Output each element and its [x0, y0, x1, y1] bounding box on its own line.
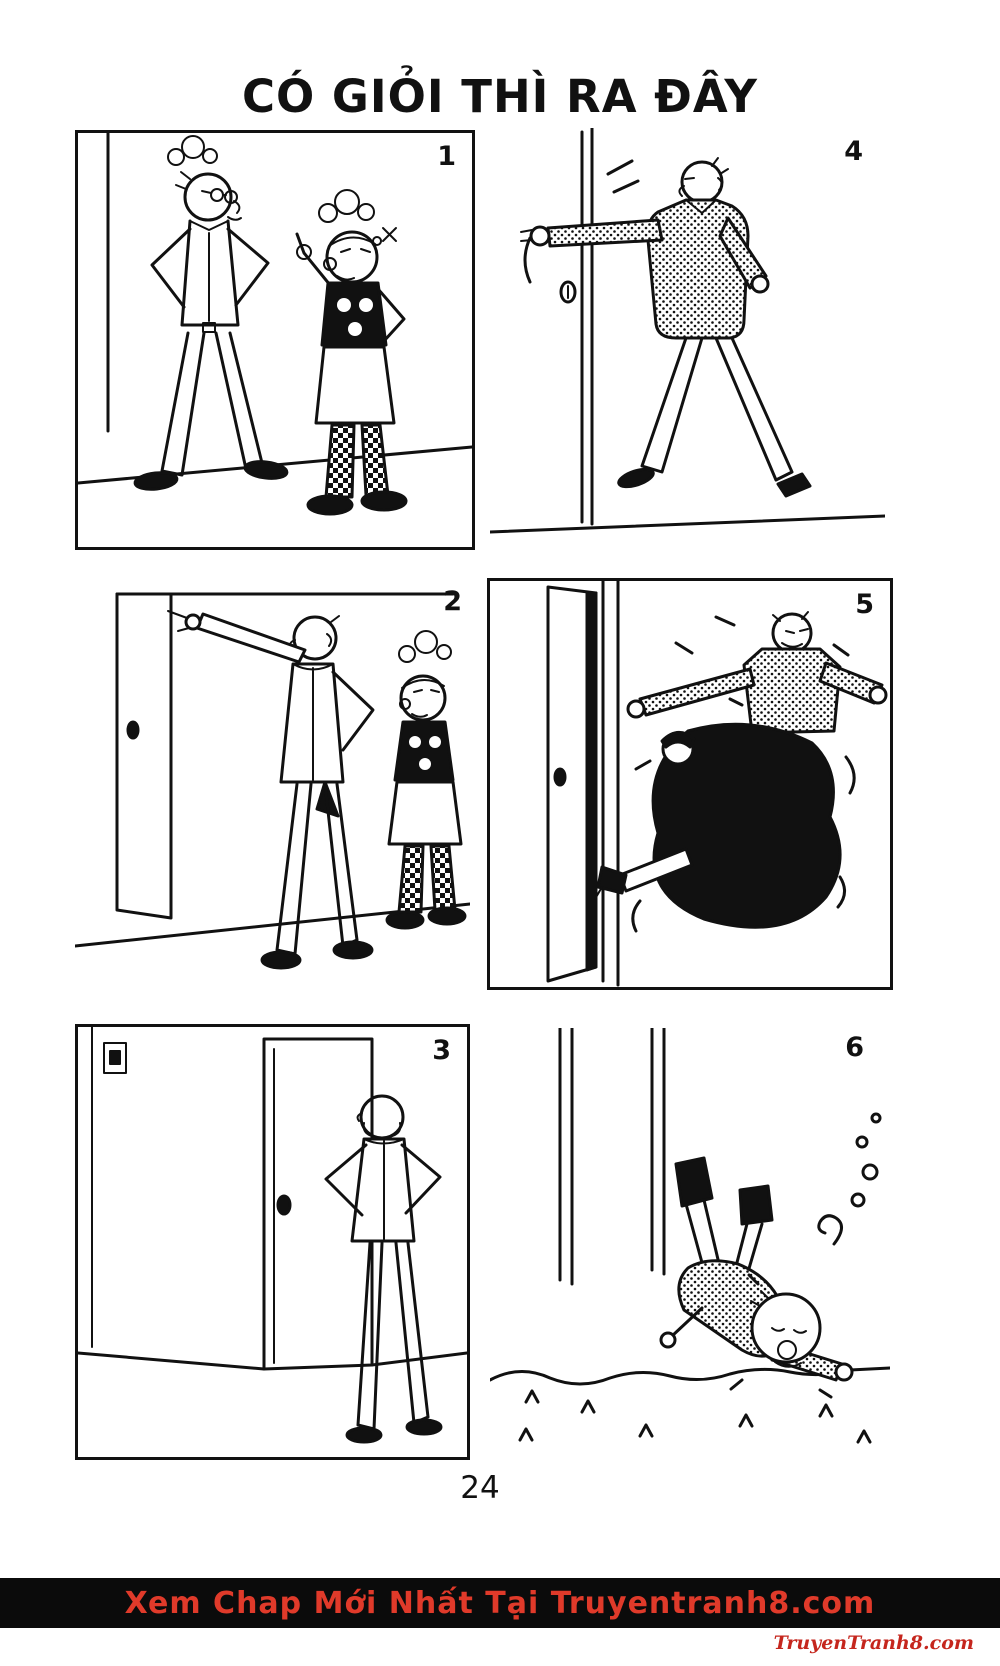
tall-man-figure [133, 135, 289, 491]
dizzy-marks [729, 1112, 882, 1399]
panel-1: 1 [75, 130, 475, 550]
room-lines [78, 1027, 467, 1371]
shoved-man-figure [626, 611, 888, 735]
panel-4-artwork [490, 128, 885, 534]
panel-number-4: 4 [844, 136, 863, 167]
panel-6: 6 [490, 1028, 890, 1460]
panel-6-artwork [490, 1028, 890, 1444]
panel-number-1: 1 [437, 141, 456, 172]
pushing-figure [594, 722, 842, 929]
doorway [546, 581, 620, 987]
page-title: CÓ GIỎI THÌ RA ĐÂY [241, 70, 758, 123]
room-lines [78, 133, 472, 485]
panel-number-6: 6 [845, 1032, 864, 1063]
panel-number-5: 5 [855, 589, 874, 620]
panel-3: 3 [75, 1024, 470, 1460]
panel-number-3: 3 [432, 1035, 451, 1066]
panel-3-artwork [78, 1027, 467, 1444]
pointing-man-figure [167, 610, 375, 970]
motion-lines [523, 159, 640, 284]
cook-figure [385, 630, 467, 930]
page-number: 24 [460, 1470, 500, 1506]
motion-lines [631, 615, 856, 933]
panel-5: 5 [487, 578, 893, 990]
panel-5-artwork [546, 581, 888, 987]
footer-banner: Xem Chap Mới Nhất Tại Truyentranh8.com [0, 1578, 1000, 1628]
cook-figure [295, 189, 408, 516]
panel-2: 2 [75, 578, 470, 1010]
panel-4: 4 [490, 128, 885, 550]
panel-number-2: 2 [443, 586, 462, 617]
watermark-signature: TruyenTranh8.com [773, 1632, 974, 1654]
door-posts [558, 1028, 666, 1286]
crashed-man-figure [659, 1156, 854, 1382]
ground-grass [490, 1366, 890, 1444]
standing-man-figure [324, 1094, 443, 1444]
panel-2-artwork [75, 592, 470, 970]
door [559, 128, 594, 526]
floor-line [490, 514, 885, 534]
walking-man-figure [520, 157, 812, 498]
footer-text: Xem Chap Mới Nhất Tại Truyentranh8.com [124, 1585, 876, 1621]
panel-1-artwork [78, 133, 472, 516]
